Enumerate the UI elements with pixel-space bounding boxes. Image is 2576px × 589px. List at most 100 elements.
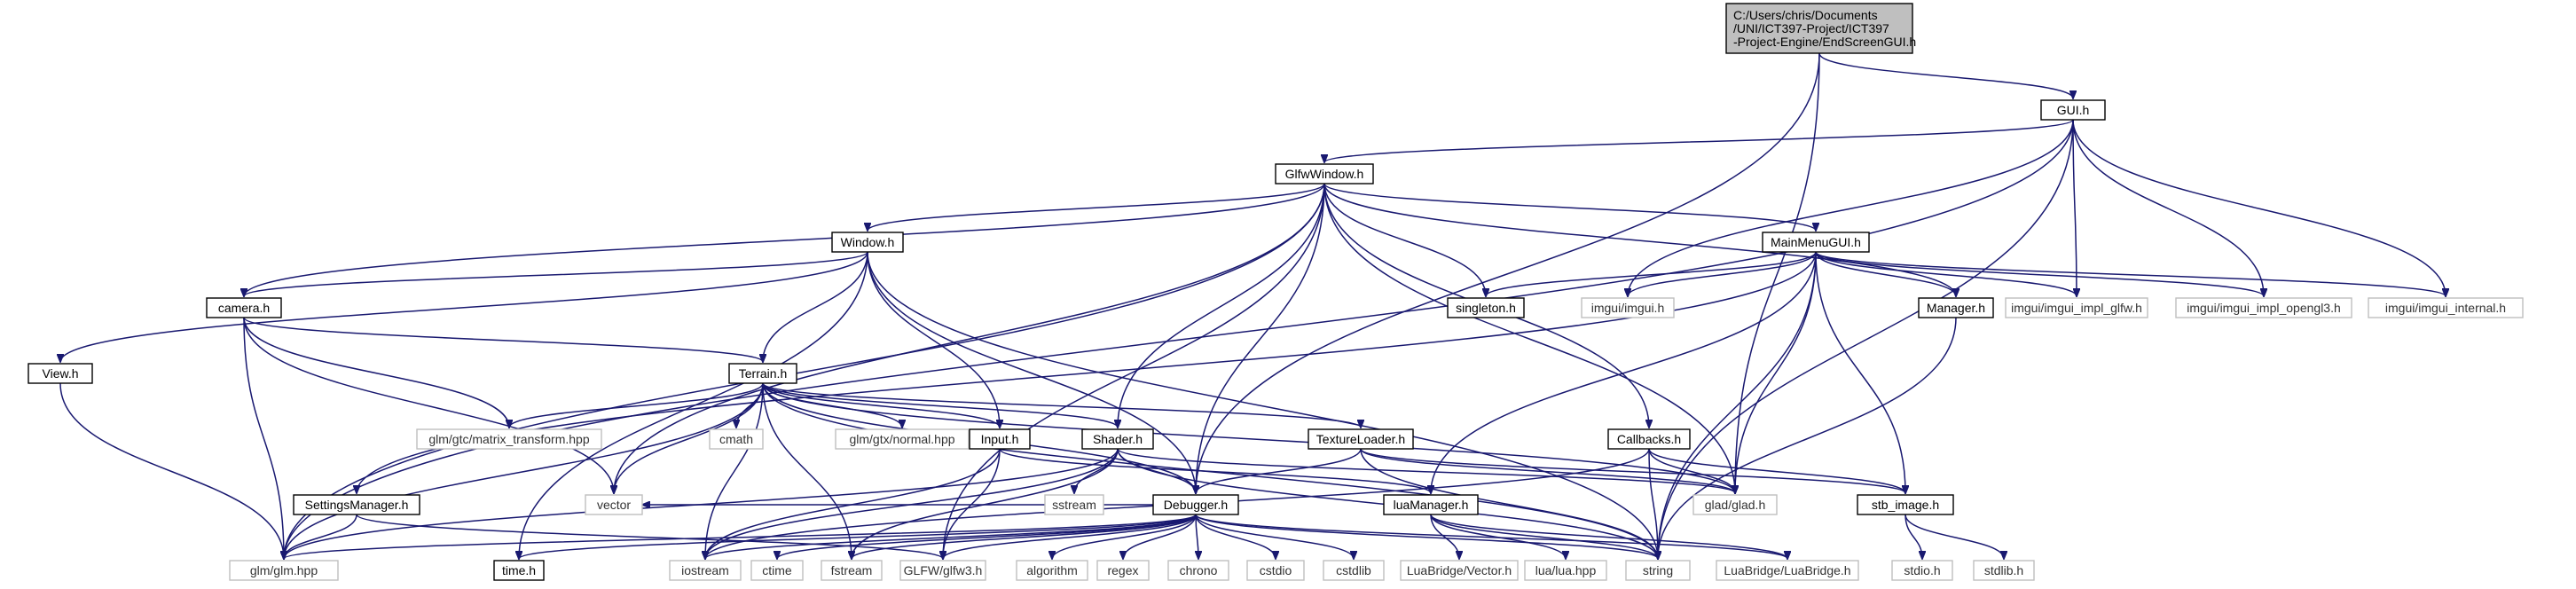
node-label: LuaBridge/Vector.h <box>1407 563 1512 577</box>
edge-luamanager-to-string <box>1430 514 1658 559</box>
edge-mainmenu-to-imgui_opengl3 <box>1815 251 2264 296</box>
node-imgui_opengl3: imgui/imgui_impl_opengl3.h <box>2175 297 2352 318</box>
edge-gui-to-glfwwindow <box>1324 119 2074 162</box>
node-imgui_internal: imgui/imgui_internal.h <box>2368 297 2524 318</box>
node-label: /UNI/ICT397-Project/ICT397 <box>1733 21 1889 35</box>
node-label: GlfwWindow.h <box>1285 167 1364 181</box>
edge-window-to-string <box>867 251 1658 559</box>
node-cstdio: cstdio <box>1246 560 1305 581</box>
edge-glfwwindow-to-glad <box>1323 183 1735 493</box>
edge-window-to-camera <box>244 251 868 296</box>
node-box <box>709 428 764 450</box>
edge-terrain-to-glm <box>284 382 764 559</box>
edge-luamanager-to-luabridge_vector <box>1430 514 1459 559</box>
node-box <box>1716 560 1859 581</box>
node-box <box>1891 560 1953 581</box>
node-algorithm: algorithm <box>1016 560 1088 581</box>
node-box <box>1323 560 1385 581</box>
node-label: GUI.h <box>2057 103 2090 117</box>
edge-mainmenu-to-settings <box>357 251 1817 493</box>
edge-glfwwindow-to-vector <box>614 183 1325 493</box>
node-glfw3: GLFW/glfw3.h <box>899 560 986 581</box>
node-box <box>229 560 339 581</box>
node-stb_image[interactable]: stb_image.h <box>1857 494 1954 515</box>
edge-window-to-terrain <box>763 251 868 362</box>
node-box <box>493 560 545 581</box>
edge-mainmenu-to-luamanager <box>1431 251 1817 493</box>
node-root[interactable]: C:/Users/chris/Documents/UNI/ICT397-Proj… <box>1725 3 1916 54</box>
edge-debugger-to-glfw3 <box>943 514 1197 559</box>
node-label: View.h <box>43 366 79 381</box>
node-box <box>1524 560 1607 581</box>
edge-manager-to-string <box>1658 317 1957 559</box>
node-box <box>1857 494 1954 515</box>
node-label: stdio.h <box>1904 563 1940 577</box>
edge-debugger-to-cstdlib <box>1195 514 1354 559</box>
node-label: singleton.h <box>1456 301 1516 315</box>
node-callbacks[interactable]: Callbacks.h <box>1607 428 1691 450</box>
node-textureloader[interactable]: TextureLoader.h <box>1308 428 1414 450</box>
edge-luamanager-to-lua_hpp <box>1430 514 1566 559</box>
node-label: glm/glm.hpp <box>250 563 318 577</box>
node-gui[interactable]: GUI.h <box>2040 99 2106 121</box>
edge-debugger-to-iostream <box>705 514 1197 559</box>
edge-glfwwindow-to-manager <box>1323 183 1956 296</box>
node-box <box>969 428 1031 450</box>
node-label: cmath <box>719 432 753 446</box>
edge-textureloader-to-glad <box>1360 448 1735 493</box>
node-box <box>1973 560 2035 581</box>
node-view[interactable]: View.h <box>27 363 93 384</box>
node-box <box>728 363 797 384</box>
node-time[interactable]: time.h <box>493 560 545 581</box>
node-camera[interactable]: camera.h <box>206 297 282 318</box>
node-label: stb_image.h <box>1872 498 1939 512</box>
node-label: Callbacks.h <box>1617 432 1681 446</box>
node-chrono: chrono <box>1167 560 1229 581</box>
node-label: time.h <box>502 563 536 577</box>
node-terrain[interactable]: Terrain.h <box>728 363 797 384</box>
node-manager[interactable]: Manager.h <box>1918 297 1994 318</box>
edge-camera-to-matrix_transform <box>243 317 509 428</box>
edge-callbacks-to-string <box>1648 448 1658 559</box>
node-label: Debugger.h <box>1164 498 1228 512</box>
edge-debugger-to-glm <box>284 514 1197 559</box>
node-label: -Project-Engine/EndScreenGUI.h <box>1733 35 1916 49</box>
node-label: Window.h <box>841 235 895 249</box>
node-box <box>831 232 904 253</box>
edge-stb_image-to-stdlib <box>1905 514 2004 559</box>
node-stdio: stdio.h <box>1891 560 1953 581</box>
node-box <box>206 297 282 318</box>
node-box <box>1692 494 1778 515</box>
edge-debugger-to-luabridge <box>1195 514 1787 559</box>
node-mainmenu[interactable]: MainMenuGUI.h <box>1762 232 1870 253</box>
node-debugger[interactable]: Debugger.h <box>1152 494 1239 515</box>
edge-terrain-to-input <box>762 382 1000 428</box>
edge-debugger-to-string <box>1195 514 1658 559</box>
node-box <box>1275 163 1374 185</box>
node-input[interactable]: Input.h <box>969 428 1031 450</box>
node-window[interactable]: Window.h <box>831 232 904 253</box>
node-box <box>1016 560 1088 581</box>
node-box <box>1447 297 1525 318</box>
node-label: glm/gtc/matrix_transform.hpp <box>428 432 589 446</box>
node-label: lua/lua.hpp <box>1535 563 1597 577</box>
node-singleton[interactable]: singleton.h <box>1447 297 1525 318</box>
node-luamanager[interactable]: luaManager.h <box>1383 494 1479 515</box>
node-glad: glad/glad.h <box>1692 494 1778 515</box>
node-box <box>1044 494 1104 515</box>
edge-gui-to-imgui_opengl3 <box>2072 119 2264 296</box>
node-sstream: sstream <box>1044 494 1104 515</box>
node-settings[interactable]: SettingsManager.h <box>293 494 420 515</box>
node-glfwwindow[interactable]: GlfwWindow.h <box>1275 163 1374 185</box>
edge-glfwwindow-to-singleton <box>1323 183 1486 296</box>
node-label: LuaBridge/LuaBridge.h <box>1724 563 1850 577</box>
node-label: regex <box>1107 563 1138 577</box>
node-box <box>2040 99 2106 121</box>
node-shader[interactable]: Shader.h <box>1081 428 1154 450</box>
node-box <box>750 560 804 581</box>
edge-mainmenu-to-stb_image <box>1815 251 1905 493</box>
edge-shader-to-glad <box>1117 448 1735 493</box>
edge-mainmenu-to-singleton <box>1486 251 1817 296</box>
node-label: chrono <box>1180 563 1218 577</box>
edge-gui-to-imgui_internal <box>2072 119 2446 296</box>
